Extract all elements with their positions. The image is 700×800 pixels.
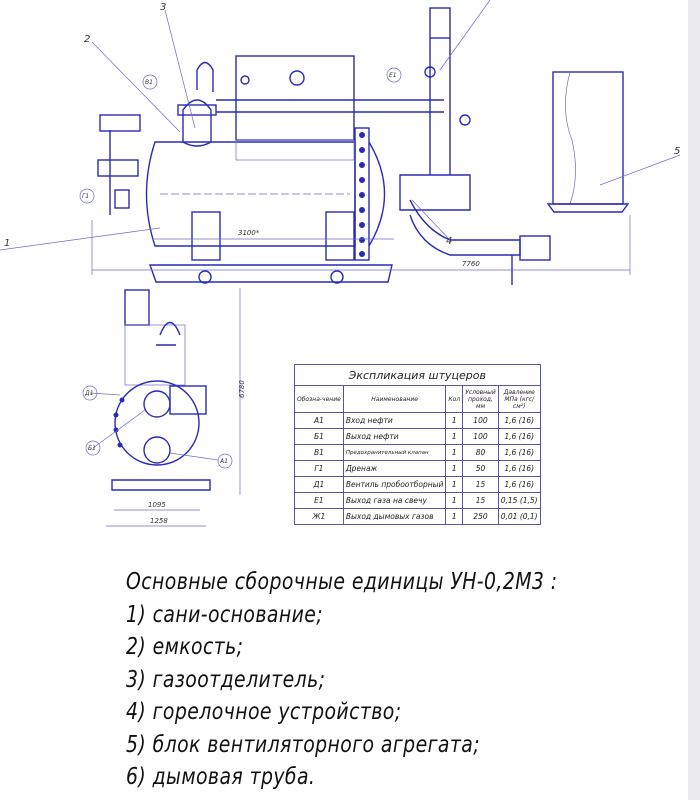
- cell-qty: 1: [445, 444, 464, 461]
- cell-pressure: 1,6 (16): [497, 428, 541, 445]
- cell-code: Д1: [294, 476, 344, 493]
- burner: [399, 174, 471, 211]
- dimension-skid: 3100*: [152, 229, 394, 240]
- flange: [354, 127, 370, 261]
- dimension-height: 6780: [238, 380, 246, 398]
- cell-pressure: 1,6 (16): [497, 476, 541, 493]
- dimension-outer-width: 1258: [150, 517, 168, 525]
- notes-item: 4) горелочное устройство;: [126, 699, 402, 725]
- notes-item: 6) дымовая труба.: [126, 764, 316, 790]
- cell-pressure: 1,6 (16): [497, 460, 541, 477]
- cell-code: Г1: [294, 460, 344, 477]
- svg-text:7760: 7760: [462, 260, 480, 268]
- cell-qty: 1: [445, 476, 464, 493]
- cell-code: Б1: [294, 428, 344, 445]
- main-view: 1 2 3 4 5 Г1 В1 Е1 3100* 7760: [0, 0, 680, 285]
- callout-5: 5: [674, 146, 680, 157]
- cell-dn: 250: [462, 508, 499, 525]
- header-pressure: Давление МПа (кгс/см²): [497, 385, 541, 413]
- gas-separator: [182, 99, 212, 147]
- cell-qty: 1: [445, 492, 464, 509]
- svg-text:3100*: 3100*: [238, 229, 260, 237]
- assembly-drawing: 1 2 3 4 5 Г1 В1 Е1 3100* 7760 6780 1095: [0, 0, 680, 527]
- cell-code: Е1: [294, 492, 344, 509]
- tag-g1: Г1: [82, 193, 89, 200]
- notes-item: 1) сани-основание;: [126, 601, 324, 628]
- cell-code: В1: [294, 444, 344, 461]
- header-code: Обозна-чение: [294, 385, 344, 413]
- cell-qty: 1: [445, 460, 464, 477]
- tag-d1: Д1: [84, 390, 94, 397]
- cell-name: Дренаж: [342, 460, 447, 477]
- tag-a1: А1: [219, 458, 228, 465]
- notes-item: 5) блок вентиляторного агрегата;: [126, 731, 480, 758]
- skid: [149, 264, 393, 283]
- cell-dn: 80: [462, 444, 499, 461]
- cell-name: Вентиль пробоотборный: [342, 476, 447, 493]
- cell-qty: 1: [445, 428, 464, 445]
- notes-item: 3) газоотделитель;: [126, 666, 326, 693]
- header-dn: Условный проход, мм: [462, 385, 499, 413]
- callout-4: 4: [446, 236, 452, 247]
- cell-pressure: 1,6 (16): [497, 444, 541, 461]
- cell-dn: 15: [462, 476, 499, 493]
- callout-1: 1: [4, 238, 10, 249]
- cell-pressure: 1,6 (16): [497, 412, 541, 429]
- tag-v1: В1: [145, 79, 153, 86]
- notes-item: 2) емкость;: [126, 634, 244, 660]
- cell-name: Предохранительный клапан: [342, 444, 447, 461]
- header-name: Наименование: [342, 385, 447, 413]
- cell-name: Вход нефти: [342, 412, 447, 429]
- callout-3: 3: [160, 2, 166, 13]
- cell-name: Выход нефти: [342, 428, 447, 445]
- callout-2: 2: [84, 34, 90, 45]
- cell-dn: 100: [462, 428, 499, 445]
- cell-code: А1: [294, 412, 344, 429]
- tag-b1: Б1: [88, 445, 96, 452]
- nozzle-explication-table: Экспликация штуцеров Обозна-чение Наимен…: [294, 364, 541, 525]
- page-edge: [688, 0, 700, 800]
- cell-qty: 1: [445, 508, 464, 525]
- notes-title: Основные сборочные единицы УН-0,2М3 :: [126, 569, 558, 595]
- cell-pressure: 0,01 (0,1): [497, 508, 541, 525]
- cell-code: Ж1: [294, 508, 344, 525]
- table-title: Экспликация штуцеров: [294, 364, 541, 386]
- cell-dn: 15: [462, 492, 499, 509]
- cell-dn: 50: [462, 460, 499, 477]
- cell-dn: 100: [462, 412, 499, 429]
- side-view: 6780 1095 1258 Д1 Б1 А1: [82, 288, 246, 527]
- assembly-units-notes: Основные сборочные единицы УН-0,2М3 : 1)…: [126, 566, 558, 794]
- cell-name: Выход дымовых газов: [342, 508, 447, 525]
- fan-unit: [552, 71, 624, 205]
- tag-e1: Е1: [389, 72, 397, 79]
- chimney: [429, 7, 451, 39]
- vessel-end: [114, 380, 200, 466]
- cell-pressure: 0,15 (1,5): [497, 492, 541, 509]
- cell-name: Выход газа на свечу: [342, 492, 447, 509]
- dimension-total: 7760: [91, 215, 631, 275]
- header-qty: Кол: [445, 385, 464, 413]
- control-panel: [235, 55, 355, 141]
- vessel: [145, 141, 356, 247]
- cell-qty: 1: [445, 412, 464, 429]
- dimension-inner-width: 1095: [148, 501, 166, 509]
